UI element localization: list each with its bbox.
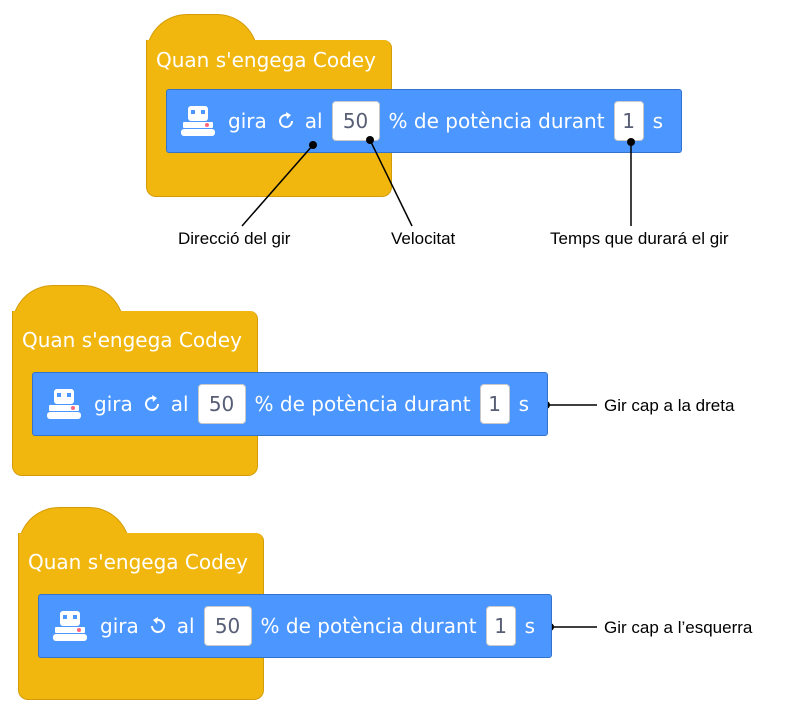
block-verb: gira bbox=[228, 109, 267, 133]
block-unit: s bbox=[518, 392, 529, 416]
rotate-clockwise-icon bbox=[144, 395, 159, 411]
block-middle-text: % de potència durant bbox=[260, 614, 477, 638]
block-verb: gira bbox=[100, 614, 139, 638]
duration-input[interactable]: 1 bbox=[613, 101, 644, 141]
speed-input[interactable]: 50 bbox=[203, 606, 252, 646]
turn-block-2[interactable]: gira al 50 % de potència durant 1 s bbox=[32, 372, 548, 436]
label-right-turn: Gir cap a la dreta bbox=[604, 396, 735, 415]
codey-robot-icon bbox=[47, 389, 81, 419]
codey-robot-icon bbox=[53, 611, 87, 641]
speed-input[interactable]: 50 bbox=[197, 384, 246, 424]
codey-robot-icon bbox=[181, 106, 215, 136]
block-preposition: al bbox=[304, 109, 323, 133]
block-unit: s bbox=[524, 614, 535, 638]
block-middle-text: % de potència durant bbox=[388, 109, 605, 133]
duration-input[interactable]: 1 bbox=[485, 606, 516, 646]
speed-input[interactable]: 50 bbox=[331, 101, 380, 141]
hat-title: Quan s'engega Codey bbox=[22, 328, 242, 352]
block-middle-text: % de potència durant bbox=[254, 392, 471, 416]
block-unit: s bbox=[652, 109, 663, 133]
label-direction: Direcció del gir bbox=[178, 229, 291, 248]
block-verb: gira bbox=[94, 392, 133, 416]
block-preposition: al bbox=[176, 614, 195, 638]
block-preposition: al bbox=[170, 392, 189, 416]
hat-title: Quan s'engega Codey bbox=[28, 550, 248, 574]
hat-title: Quan s'engega Codey bbox=[156, 48, 376, 72]
turn-block-1[interactable]: gira al 50 % de potència durant 1 s bbox=[166, 89, 682, 153]
label-time: Temps que durará el gir bbox=[550, 229, 729, 248]
rotate-counterclockwise-icon bbox=[150, 617, 165, 633]
turn-block-3[interactable]: gira al 50 % de potència durant 1 s bbox=[38, 594, 552, 658]
duration-input[interactable]: 1 bbox=[479, 384, 510, 424]
label-left-turn: Gir cap a l’esquerra bbox=[604, 618, 753, 637]
rotate-clockwise-icon bbox=[278, 112, 293, 128]
label-speed: Velocitat bbox=[391, 229, 456, 248]
